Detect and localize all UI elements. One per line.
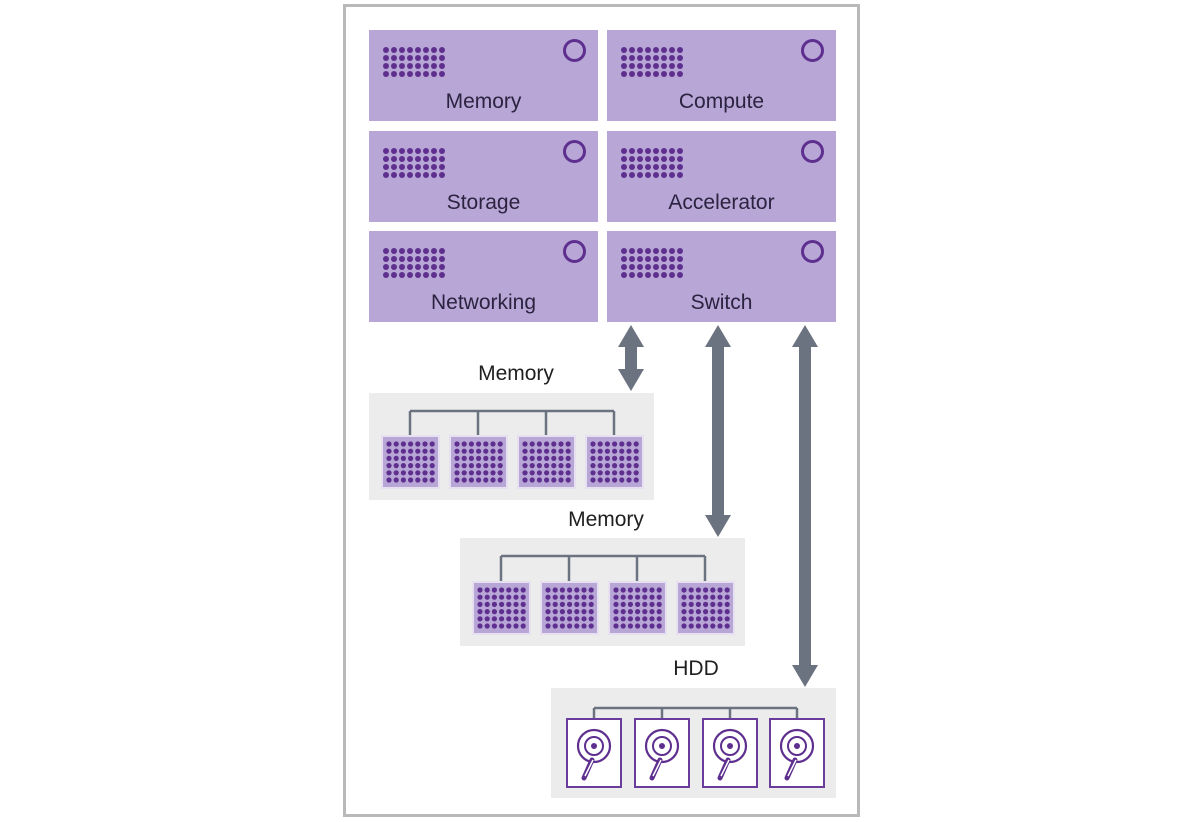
dot-grid-icon bbox=[620, 46, 684, 78]
indicator-ring-icon bbox=[801, 39, 824, 62]
memory-dimm-icon bbox=[540, 581, 599, 635]
memory-pool-connector-lines bbox=[408, 409, 616, 435]
indicator-ring-icon bbox=[563, 240, 586, 263]
module-label: Switch bbox=[690, 291, 753, 314]
dot-grid-icon bbox=[620, 247, 684, 279]
module-memory: Memory bbox=[369, 30, 598, 121]
module-storage: Storage bbox=[369, 131, 598, 222]
module-label: Accelerator bbox=[668, 191, 775, 214]
indicator-ring-icon bbox=[801, 140, 824, 163]
memory-dimm-icon bbox=[449, 435, 508, 489]
double-arrow-icon bbox=[792, 325, 818, 687]
double-arrow-icon bbox=[705, 325, 731, 537]
memory-pool-panel bbox=[460, 538, 745, 646]
indicator-ring-icon bbox=[563, 39, 586, 62]
memory-dimm-icon bbox=[585, 435, 644, 489]
hdd-drive-icon bbox=[769, 718, 825, 788]
module-compute: Compute bbox=[607, 30, 836, 121]
indicator-ring-icon bbox=[801, 240, 824, 263]
memory-group-title: Memory bbox=[478, 362, 554, 385]
memory-dimm-icon bbox=[472, 581, 531, 635]
hdd-drive-icon bbox=[702, 718, 758, 788]
dot-grid-icon bbox=[382, 147, 446, 179]
module-label: Storage bbox=[446, 191, 521, 214]
indicator-ring-icon bbox=[563, 140, 586, 163]
connection-arrows bbox=[618, 325, 818, 687]
memory-dimm-icon bbox=[608, 581, 667, 635]
memory-dimm-icon bbox=[676, 581, 735, 635]
module-label: Networking bbox=[430, 291, 537, 314]
rack-frame: Memory Compute Storage Accelerator Netwo… bbox=[343, 4, 860, 817]
module-label: Compute bbox=[678, 90, 765, 113]
hdd-pool-panel bbox=[551, 688, 836, 798]
hdd-drive-icon bbox=[566, 718, 622, 788]
hdd-group-title: HDD bbox=[673, 657, 719, 680]
module-accelerator: Accelerator bbox=[607, 131, 836, 222]
module-networking: Networking bbox=[369, 231, 598, 322]
memory-pool-panel bbox=[369, 393, 654, 500]
hdd-drive-icon bbox=[634, 718, 690, 788]
dot-grid-icon bbox=[382, 46, 446, 78]
memory-dimm-icon bbox=[517, 435, 576, 489]
memory-dimm-icon bbox=[381, 435, 440, 489]
module-label: Memory bbox=[445, 90, 522, 113]
dot-grid-icon bbox=[620, 147, 684, 179]
double-arrow-icon bbox=[618, 325, 644, 391]
memory-group-title: Memory bbox=[568, 508, 644, 531]
memory-pool-connector-lines bbox=[499, 554, 707, 581]
dot-grid-icon bbox=[382, 247, 446, 279]
module-switch: Switch bbox=[607, 231, 836, 322]
